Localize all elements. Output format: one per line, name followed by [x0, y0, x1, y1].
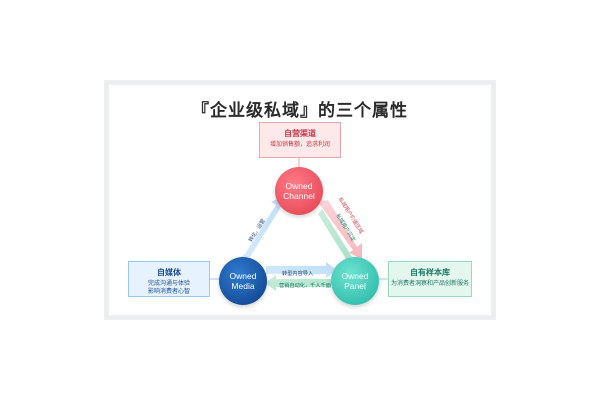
- box-right-title: 自有样本库: [410, 268, 450, 277]
- owned-channel-node: Owned Channel: [275, 167, 323, 215]
- box-left-title: 自媒体: [157, 268, 181, 277]
- owned-panel-line1: Owned: [341, 271, 369, 281]
- arrow-channel-to-panel: [318, 200, 362, 259]
- box-owned-media: 自媒体 完成沟通与体验 影响消费者心智: [128, 261, 210, 297]
- box-top-title: 自营渠道: [284, 129, 316, 138]
- box-right-desc: 为消费者洞察和产品创新服务: [390, 280, 469, 287]
- owned-panel-node: Owned Panel: [331, 257, 379, 305]
- label-media-to-panel: 转型内容导入: [282, 271, 314, 277]
- owned-media-node: Owned Media: [219, 257, 267, 305]
- owned-panel-line2: Panel: [344, 281, 366, 291]
- diagram-title: 『企业级私域』的三个属性: [192, 101, 408, 121]
- arrow-media-to-channel: [240, 195, 287, 257]
- box-left-desc1: 完成沟通与体验: [147, 280, 190, 287]
- arrow-panel-to-media: [265, 275, 331, 291]
- box-left-desc2: 影响消费者心智: [147, 288, 190, 295]
- box-owned-panel: 自有样本库 为消费者洞察和产品创新服务: [388, 261, 472, 297]
- arrow-media-to-panel: [266, 262, 337, 278]
- owned-channel-line2: Channel: [283, 191, 315, 201]
- owned-media-line1: Owned: [229, 271, 257, 281]
- owned-channel-line1: Owned: [285, 181, 313, 191]
- box-top-desc: 增加销售额，追求利润: [269, 141, 330, 148]
- arrow-panel-to-channel: [318, 209, 352, 259]
- owned-media-line2: Media: [231, 281, 255, 291]
- label-panel-to-media: 营销自动化，千人千面: [279, 283, 331, 289]
- box-owned-channel: 自营渠道 增加销售额，追求利润: [259, 122, 341, 158]
